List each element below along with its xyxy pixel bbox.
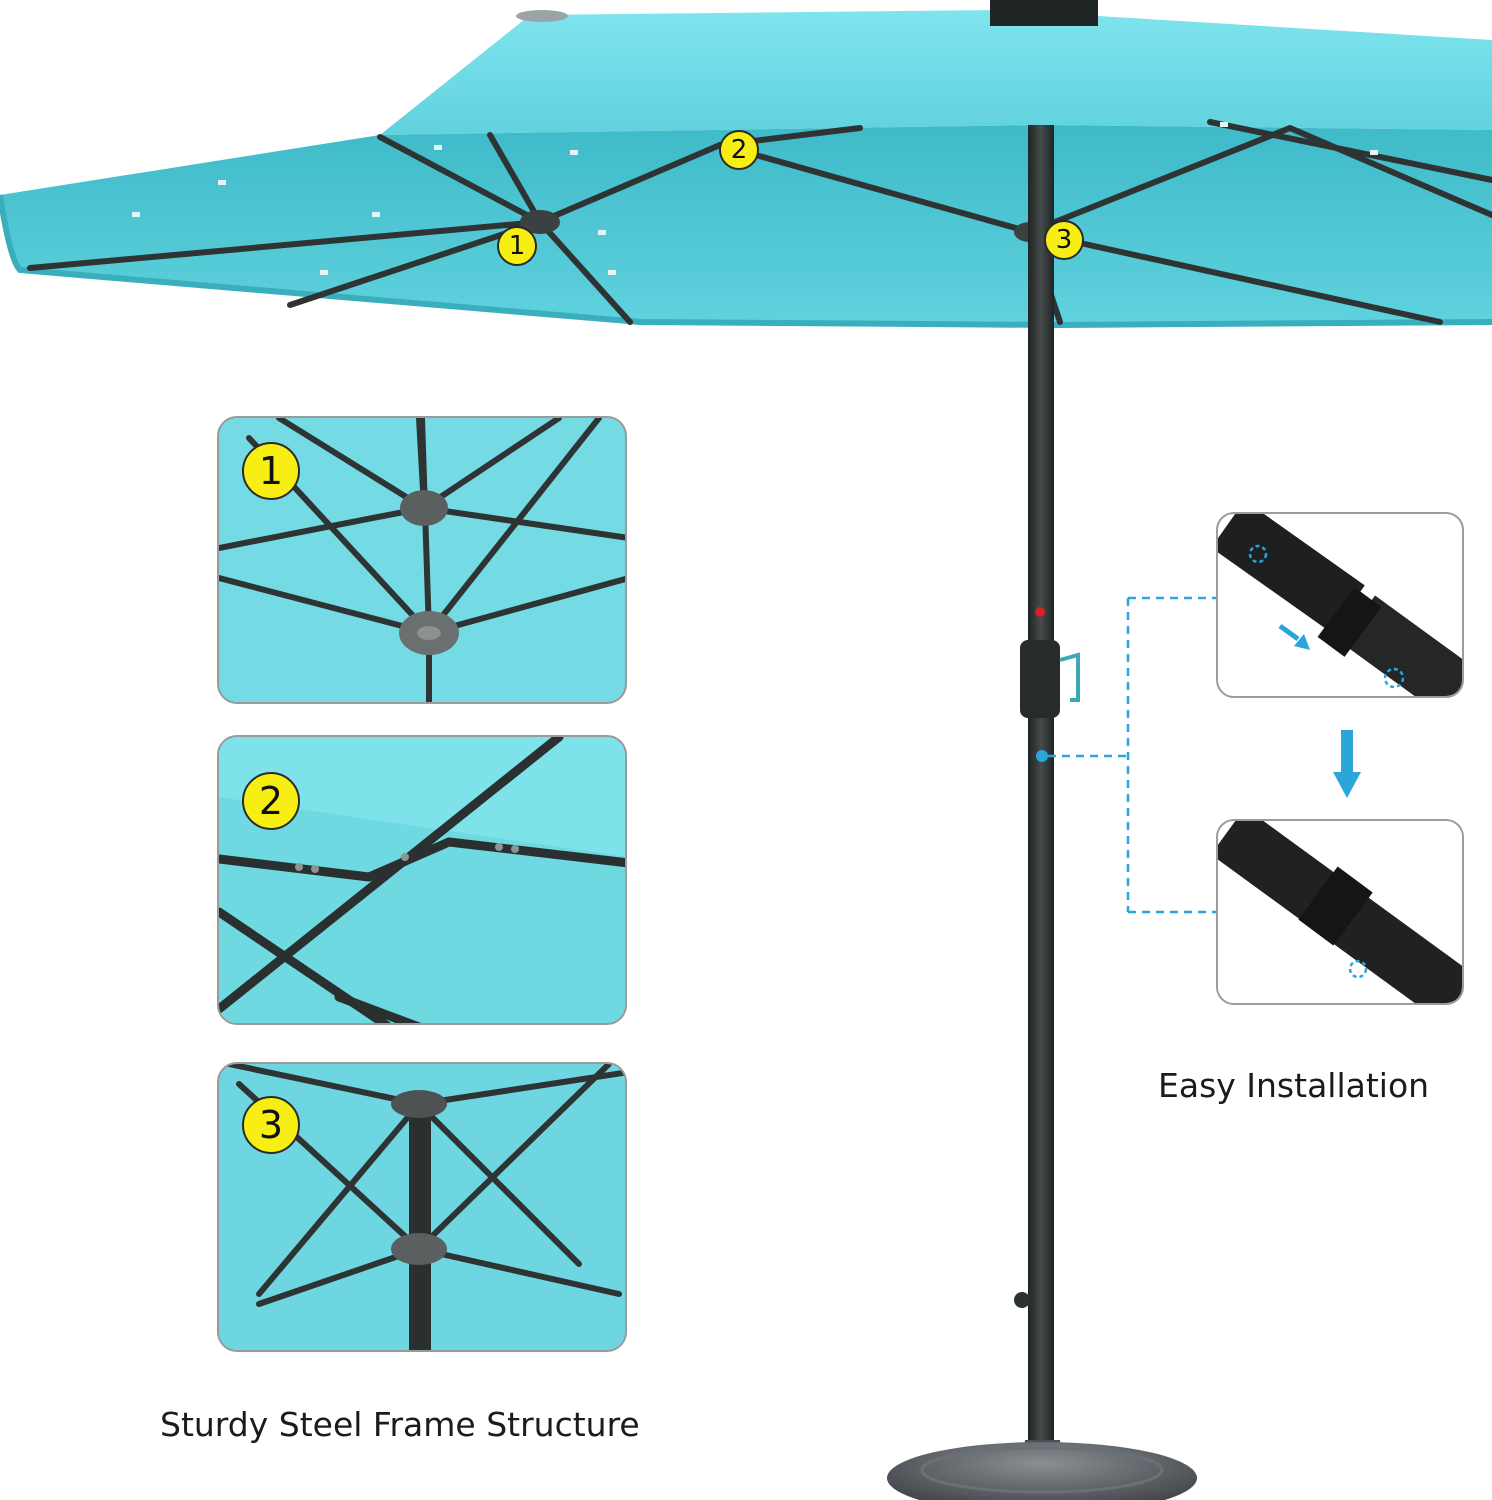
marker-2: 2	[719, 130, 759, 170]
marker-1: 1	[497, 226, 537, 266]
joint-closeup-2	[219, 737, 625, 1023]
detail-panel-2: 2	[217, 735, 627, 1025]
frame-caption: Sturdy Steel Frame Structure	[160, 1405, 640, 1444]
tube-joined-illustration	[1218, 821, 1462, 1003]
arrow-down-icon	[1333, 730, 1361, 798]
install-panel-after	[1216, 819, 1464, 1005]
panel-marker-1: 1	[242, 442, 300, 500]
arrow-down-right-icon	[1278, 623, 1310, 650]
install-panel-before	[1216, 512, 1464, 698]
crank-housing	[1020, 640, 1060, 718]
panel-marker-3: 3	[242, 1096, 300, 1154]
umbrella-pole	[1028, 125, 1054, 1465]
panel-marker-2: 2	[242, 772, 300, 830]
canopy-top	[0, 10, 1492, 195]
tube-separated-illustration	[1218, 514, 1462, 696]
detail-panel-3: 3	[217, 1062, 627, 1352]
marker-3: 3	[1044, 220, 1084, 260]
detail-panel-1: 1	[217, 416, 627, 704]
install-caption: Easy Installation	[1158, 1066, 1430, 1105]
solar-panel-cap	[990, 0, 1098, 26]
